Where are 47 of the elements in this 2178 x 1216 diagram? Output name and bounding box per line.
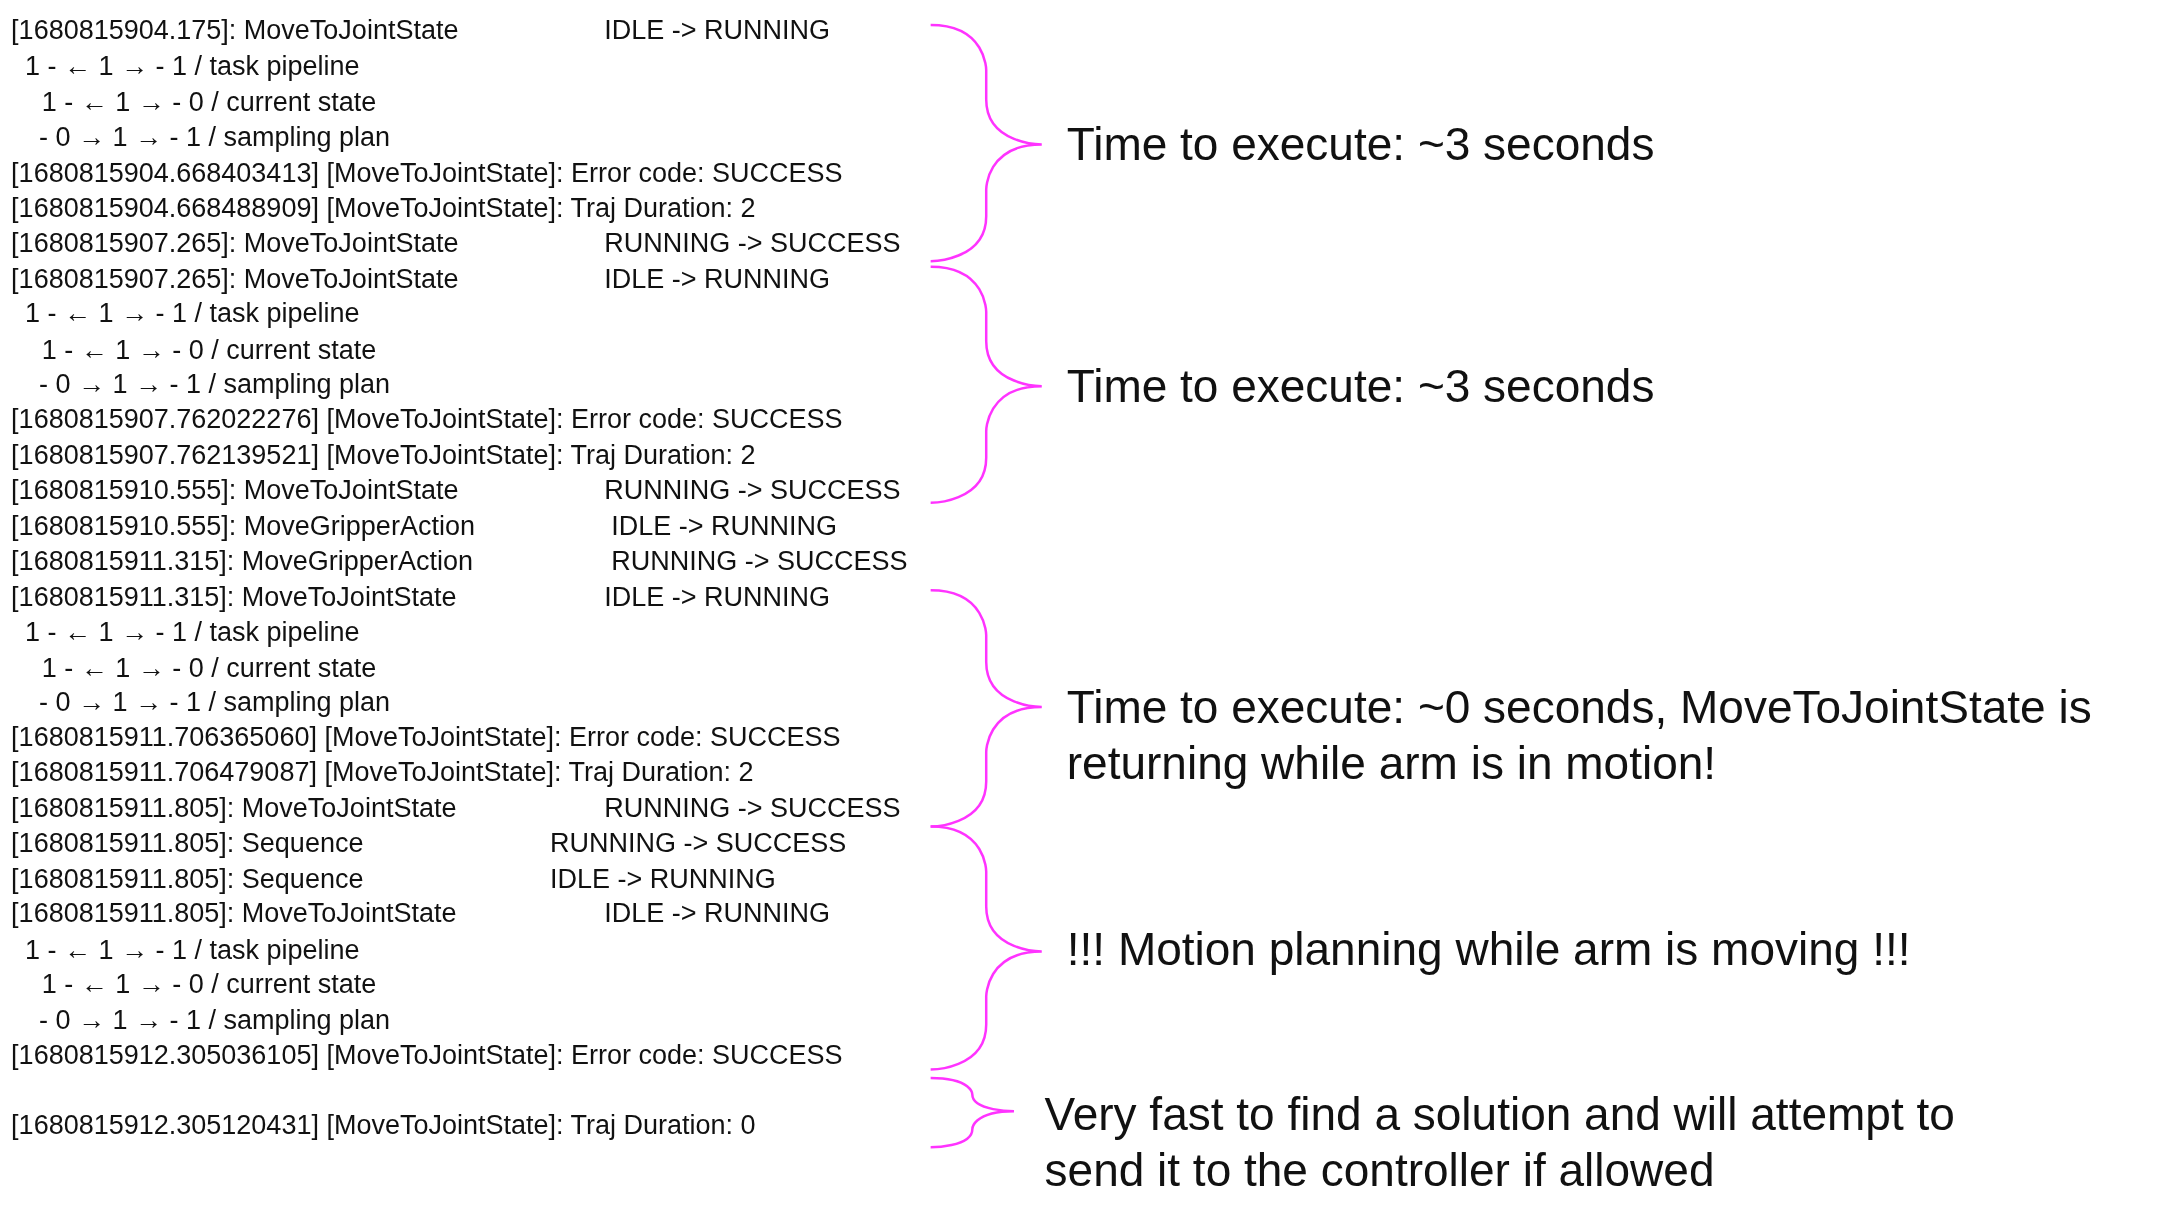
log-line: 1 - ← 1 → - 1 / task pipeline <box>25 297 360 331</box>
log-line: IDLE -> RUNNING <box>604 262 830 296</box>
log-line: 1 - ← 1 → - 0 / current state <box>41 651 377 685</box>
log-line: [1680815911.805]: MoveToJointState <box>11 897 457 931</box>
log-line: [1680815907.265]: MoveToJointState <box>11 262 459 296</box>
log-line: 1 - ← 1 → - 1 / task pipeline <box>25 50 360 84</box>
log-line: IDLE -> RUNNING <box>611 509 837 543</box>
log-line: [1680815904.668403413] [MoveToJointState]: Error code: SUCCESS <box>11 157 843 191</box>
log-line: [1680815912.305036105] [MoveToJointState]: Error code: SUCCESS <box>11 1039 843 1073</box>
log-line: RUNNING -> SUCCESS <box>604 791 901 825</box>
log-line: [1680815907.265]: MoveToJointState <box>11 226 459 260</box>
log-line: [1680815911.315]: MoveToJointState <box>11 580 457 614</box>
log-line: [1680815907.762139521] [MoveToJointState]: Traj Duration: 2 <box>11 439 756 473</box>
log-line: RUNNING -> SUCCESS <box>550 826 847 860</box>
log-line: [1680815911.805]: MoveToJointState <box>11 791 457 825</box>
log-line: 1 - ← 1 → - 0 / current state <box>41 333 377 367</box>
log-line: IDLE -> RUNNING <box>604 580 830 614</box>
annotation-text: Time to execute: ~3 seconds <box>1066 359 1655 415</box>
log-line: - 0 → 1 → - 1 / sampling plan <box>38 1004 391 1038</box>
log-line: [1680815912.305120431] [MoveToJointState]: Traj Duration: 0 <box>11 1108 756 1142</box>
log-line: - 0 → 1 → - 1 / sampling plan <box>38 368 391 402</box>
log-line: [1680815911.805]: Sequence <box>11 826 364 860</box>
log-line: IDLE -> RUNNING <box>604 897 830 931</box>
annotation-text: Time to execute: ~3 seconds <box>1066 117 1655 173</box>
log-line: [1680815911.706365060] [MoveToJointState]: Error code: SUCCESS <box>11 721 841 755</box>
log-line: - 0 → 1 → - 1 / sampling plan <box>38 121 391 154</box>
annotation-text: Very fast to find a solution and will attempt to send it to the controller if allowed <box>1044 1087 1956 1198</box>
annotation-text: !!! Motion planning while arm is moving !!! <box>1066 921 1911 977</box>
log-line: 1 - ← 1 → - 0 / current state <box>41 86 377 120</box>
log-line: 1 - ← 1 → - 1 / task pipeline <box>25 615 360 649</box>
log-line: - 0 → 1 → - 1 / sampling plan <box>38 686 391 720</box>
log-line: [1680815904.668488909] [MoveToJointState]: Traj Duration: 2 <box>11 191 756 225</box>
log-line: RUNNING -> SUCCESS <box>604 473 901 507</box>
log-line: [1680815910.555]: MoveGripperAction <box>11 509 475 543</box>
log-line: IDLE -> RUNNING <box>604 14 830 48</box>
log-line: [1680815911.706479087] [MoveToJointState]: Traj Duration: 2 <box>11 755 754 789</box>
annotation-text: Time to execute: ~0 seconds, MoveToJointState is returning while arm is in motion! <box>1066 680 2093 791</box>
log-line: IDLE -> RUNNING <box>550 862 776 896</box>
log-line: [1680815904.175]: MoveToJointState <box>11 14 459 48</box>
log-line: 1 - ← 1 → - 1 / task pipeline <box>25 933 360 967</box>
log-line: [1680815910.555]: MoveToJointState <box>11 473 459 507</box>
log-line: [1680815911.805]: Sequence <box>11 862 364 896</box>
log-line: 1 - ← 1 → - 0 / current state <box>41 968 377 1002</box>
log-line: RUNNING -> SUCCESS <box>604 226 901 260</box>
log-line: RUNNING -> SUCCESS <box>611 544 908 578</box>
log-line: [1680815907.762022276] [MoveToJointState]: Error code: SUCCESS <box>11 403 843 436</box>
log-line: [1680815911.315]: MoveGripperAction <box>11 544 473 578</box>
